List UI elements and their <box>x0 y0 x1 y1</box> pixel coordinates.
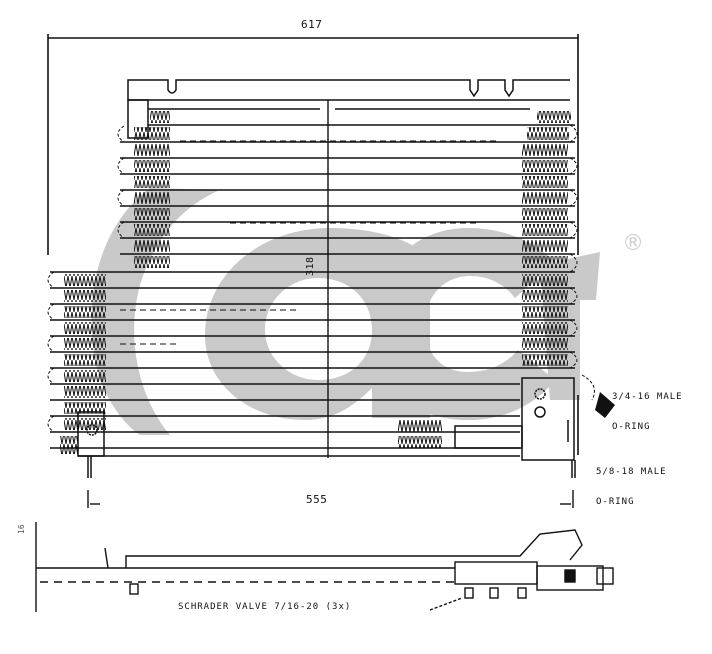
right-outlet-bracket <box>454 377 576 478</box>
inlet-callout-line2: O-RING <box>612 422 651 432</box>
inlet-callout-line1: 3/4-16 MALE <box>612 392 683 402</box>
core-width-label: 555 <box>306 493 328 506</box>
side-thickness-label: 16 <box>17 524 26 534</box>
service-valve-callout: SCHRADER VALVE 7/16-20 (3x) <box>178 602 352 612</box>
dimension-core-width <box>87 490 574 508</box>
outlet-callout: 5/8-18 MALE O-RING <box>596 447 667 527</box>
inlet-callout: 3/4-16 MALE O-RING <box>612 372 683 452</box>
condenser-tubes <box>50 108 575 457</box>
hidden-lines <box>120 140 500 345</box>
return-bends-right <box>569 124 578 369</box>
dimension-overall-width <box>47 34 579 455</box>
inlet-fitting-detail <box>581 374 615 418</box>
core-height-label: 318 <box>305 256 316 276</box>
registered-mark: ® <box>622 231 644 256</box>
fin-blocks <box>60 111 571 454</box>
overall-width-label: 617 <box>301 18 323 31</box>
outlet-callout-line1: 5/8-18 MALE <box>596 467 667 477</box>
outlet-callout-line2: O-RING <box>596 497 635 507</box>
side-view <box>35 522 614 612</box>
return-bends-left <box>47 125 125 433</box>
left-bottom-fitting <box>77 411 105 478</box>
